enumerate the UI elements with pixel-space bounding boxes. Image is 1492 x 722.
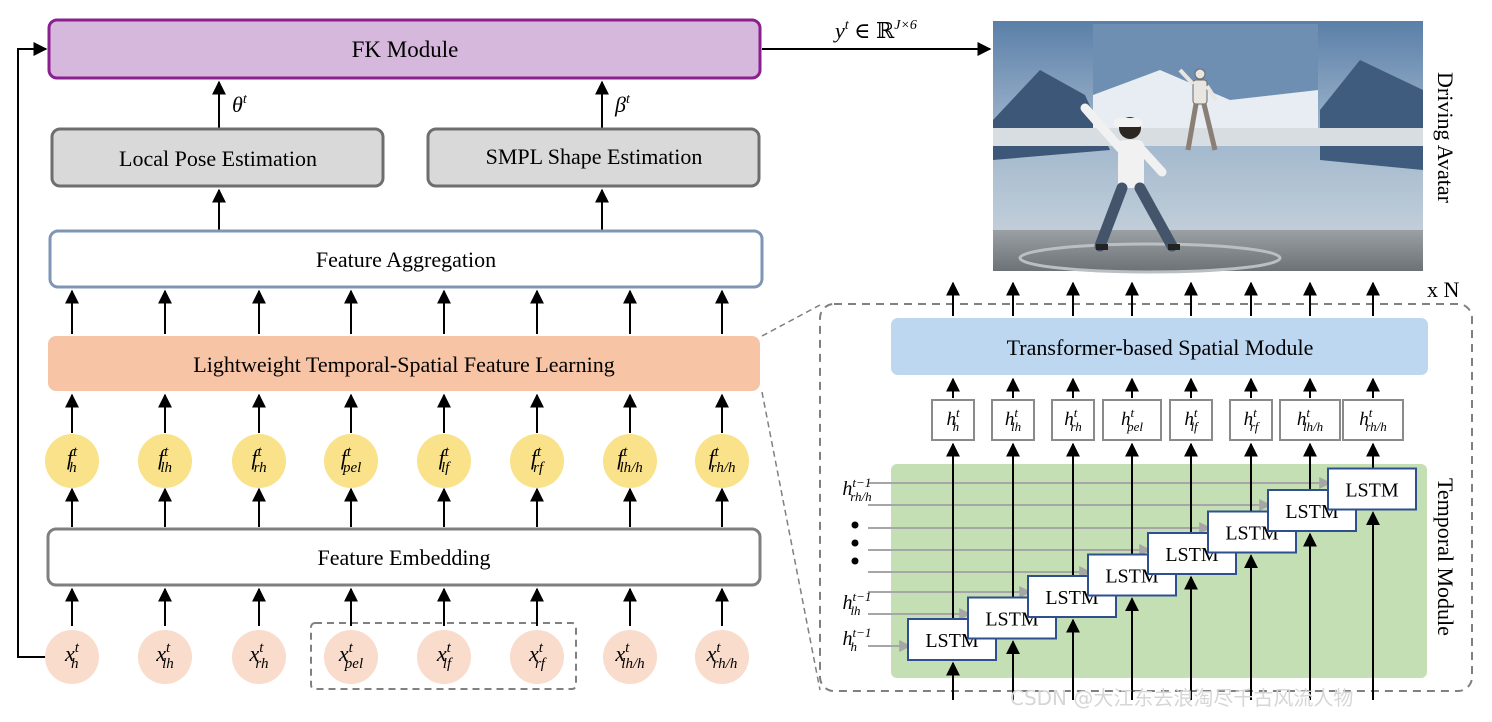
hidden-state-box	[1051, 399, 1095, 441]
feature-circle	[138, 434, 192, 488]
hidden-state-box	[931, 399, 975, 441]
theta-label: θt	[232, 92, 248, 117]
temporal-module-label: Temporal Module	[1433, 478, 1458, 636]
feature-embedding-label: Feature Embedding	[318, 545, 491, 570]
feature-aggregation-box: Feature Aggregation	[48, 229, 764, 289]
smpl-label: SMPL Shape Estimation	[486, 144, 703, 169]
zoom-line-top	[761, 304, 821, 337]
lstm-label: LSTM	[1105, 566, 1159, 588]
hidden-state-box	[1342, 399, 1404, 441]
feature-circle	[510, 434, 564, 488]
lstm-label: LSTM	[985, 609, 1039, 631]
lstm-box	[1327, 467, 1417, 511]
feature-circle	[232, 434, 286, 488]
spatial-module-box: Transformer-based Spatial Module	[891, 318, 1428, 375]
feature-circle	[417, 434, 471, 488]
input-circle	[324, 630, 378, 684]
hidden-state-box	[1102, 399, 1162, 441]
lstm-label: LSTM	[1165, 544, 1219, 566]
lstm-label: LSTM	[1225, 523, 1279, 545]
lstm-label: LSTM	[1345, 480, 1399, 502]
feature-circle	[695, 434, 749, 488]
hidden-state-box	[991, 399, 1035, 441]
ellipsis-dot	[851, 557, 859, 565]
feature-aggregation-label: Feature Aggregation	[316, 247, 496, 272]
input-circle	[603, 630, 657, 684]
beta-label: βt	[614, 92, 631, 117]
lstm-label: LSTM	[1045, 587, 1099, 609]
ltsfl-box: Lightweight Temporal-Spatial Feature Lea…	[48, 336, 760, 391]
feature-circle	[324, 434, 378, 488]
input-circle	[138, 630, 192, 684]
spatial-module-label: Transformer-based Spatial Module	[1007, 335, 1314, 360]
local-pose-label: Local Pose Estimation	[119, 146, 317, 171]
fk-module-box: FK Module	[47, 18, 762, 80]
driving-avatar-label: Driving Avatar	[1433, 72, 1458, 204]
input-circle	[695, 630, 749, 684]
feature-embedding-box: Feature Embedding	[46, 527, 762, 587]
avatar-photo	[993, 21, 1423, 274]
hidden-state-box	[1169, 399, 1213, 441]
ltsfl-label: Lightweight Temporal-Spatial Feature Lea…	[193, 352, 614, 377]
local-pose-box: Local Pose Estimation	[50, 127, 385, 188]
input-circle	[417, 630, 471, 684]
lstm-label: LSTM	[925, 630, 979, 652]
feature-circle	[45, 434, 99, 488]
detail-panel-border	[819, 303, 1473, 692]
input-circle	[45, 630, 99, 684]
zoom-line-bottom	[761, 391, 821, 691]
feedback-arrow	[17, 42, 48, 658]
hidden-state-box	[1229, 399, 1273, 441]
fk-module-label: FK Module	[352, 37, 459, 62]
watermark: CSDN @大江东去浪淘尽千古风流人物	[1010, 686, 1353, 710]
repeat-label: x N	[1427, 277, 1460, 302]
smpl-box: SMPL Shape Estimation	[426, 127, 761, 188]
lstm-label: LSTM	[1285, 501, 1339, 523]
input-circle	[232, 630, 286, 684]
ellipsis-dot	[851, 521, 859, 529]
input-circle	[510, 630, 564, 684]
lower-body-group	[310, 622, 577, 690]
feature-circle	[603, 434, 657, 488]
ellipsis-dot	[851, 539, 859, 547]
hidden-state-box	[1279, 399, 1341, 441]
output-label: yt ∈ ℝJ×6	[833, 18, 917, 43]
